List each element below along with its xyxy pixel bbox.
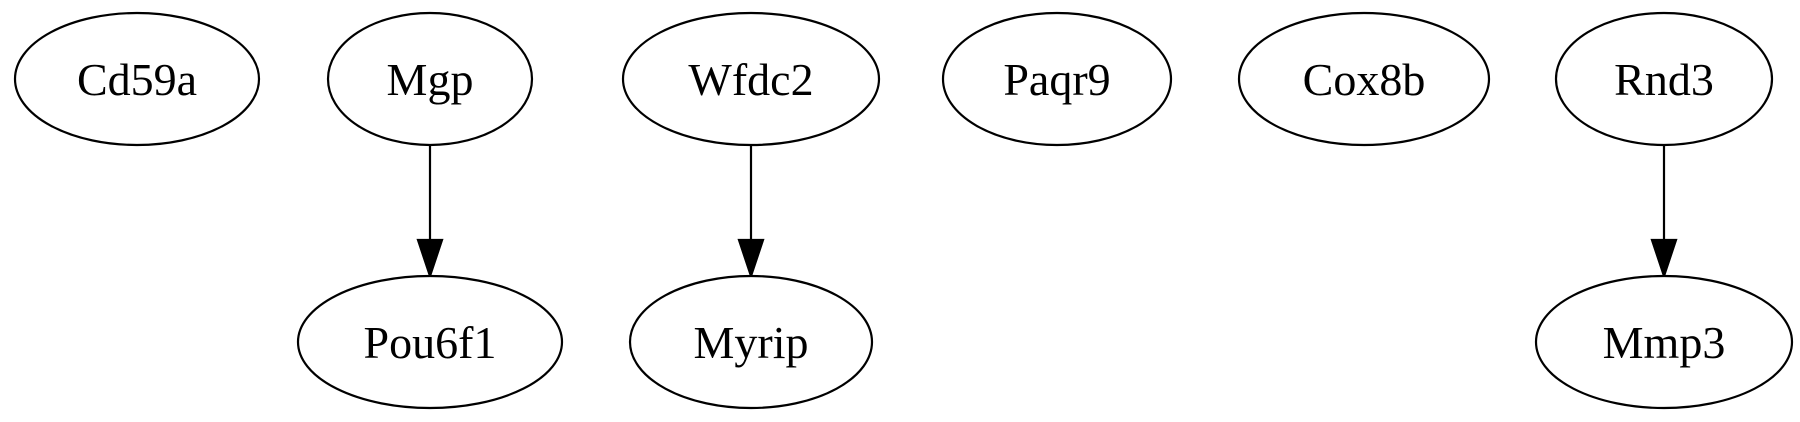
node-ellipse bbox=[941, 11, 1173, 147]
edge-mgp-pou6f1 bbox=[416, 146, 444, 280]
arrowhead-icon bbox=[1650, 238, 1678, 280]
node-myrip: Myrip bbox=[628, 274, 874, 410]
node-rnd3: Rnd3 bbox=[1554, 11, 1774, 147]
node-label: Mmp3 bbox=[1603, 317, 1726, 368]
node-ellipse bbox=[1554, 11, 1774, 147]
node-label: Cd59a bbox=[77, 54, 197, 105]
node-cox8b: Cox8b bbox=[1237, 11, 1491, 147]
node-label: Wfdc2 bbox=[688, 54, 813, 105]
node-ellipse bbox=[326, 11, 534, 147]
arrowhead-icon bbox=[416, 238, 444, 280]
node-wfdc2: Wfdc2 bbox=[621, 11, 881, 147]
node-label: Mgp bbox=[387, 54, 474, 105]
node-ellipse bbox=[296, 274, 564, 410]
node-label: Paqr9 bbox=[1003, 54, 1110, 105]
arrowhead-icon bbox=[737, 238, 765, 280]
node-ellipse bbox=[13, 11, 261, 147]
node-pou6f1: Pou6f1 bbox=[296, 274, 564, 410]
node-mmp3: Mmp3 bbox=[1534, 274, 1794, 410]
node-ellipse bbox=[628, 274, 874, 410]
node-mgp: Mgp bbox=[326, 11, 534, 147]
node-label: Myrip bbox=[694, 317, 809, 368]
node-label: Rnd3 bbox=[1614, 54, 1714, 105]
node-paqr9: Paqr9 bbox=[941, 11, 1173, 147]
node-ellipse bbox=[1237, 11, 1491, 147]
node-ellipse bbox=[1534, 274, 1794, 410]
node-cd59a: Cd59a bbox=[13, 11, 261, 147]
node-label: Pou6f1 bbox=[364, 317, 497, 368]
node-label: Cox8b bbox=[1303, 54, 1426, 105]
edge-rnd3-mmp3 bbox=[1650, 146, 1678, 280]
edge-wfdc2-myrip bbox=[737, 146, 765, 280]
node-ellipse bbox=[621, 11, 881, 147]
